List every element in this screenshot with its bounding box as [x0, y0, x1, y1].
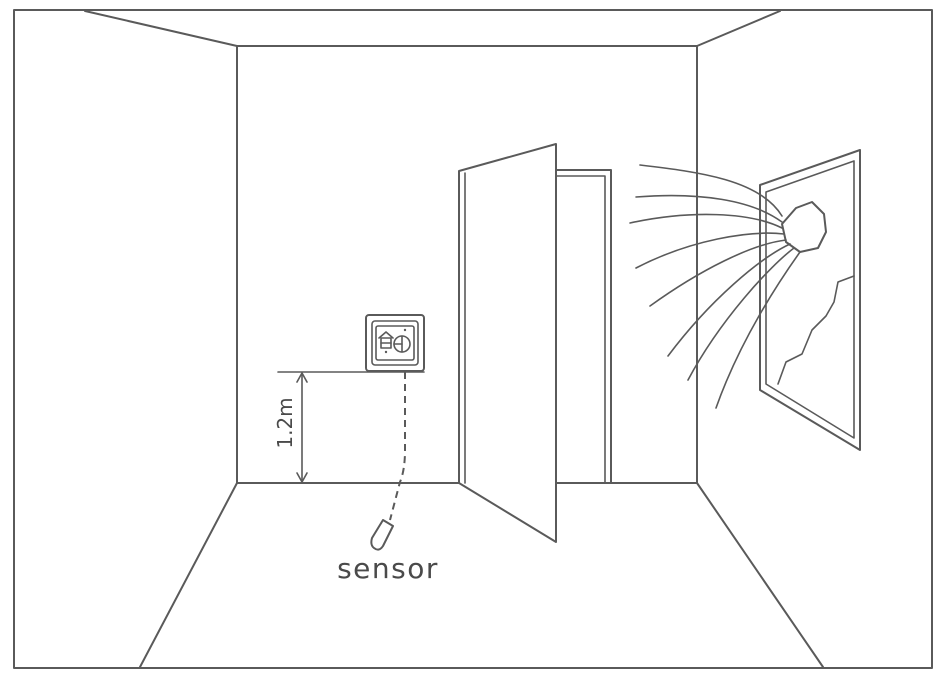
- sensor-label: sensor: [337, 552, 439, 585]
- dial-icon: [393, 335, 411, 353]
- ceiling-edge-right: [696, 10, 781, 47]
- ceiling-edge-left: [84, 10, 238, 47]
- house-icon: [378, 331, 394, 349]
- floor-edge-right: [696, 482, 824, 668]
- height-dimension: [277, 371, 425, 483]
- floor-edge-left: [139, 482, 238, 668]
- thermostat: [365, 314, 425, 372]
- outer-frame: [13, 9, 933, 669]
- window: [759, 149, 861, 451]
- door-frame: [555, 169, 612, 484]
- sun-rays: [629, 164, 801, 409]
- door-leaf: [458, 143, 557, 543]
- sensor-cable: [389, 372, 406, 521]
- sun-icon: [781, 201, 827, 253]
- height-label: 1.2m: [273, 397, 297, 448]
- sensor-probe: [370, 519, 394, 551]
